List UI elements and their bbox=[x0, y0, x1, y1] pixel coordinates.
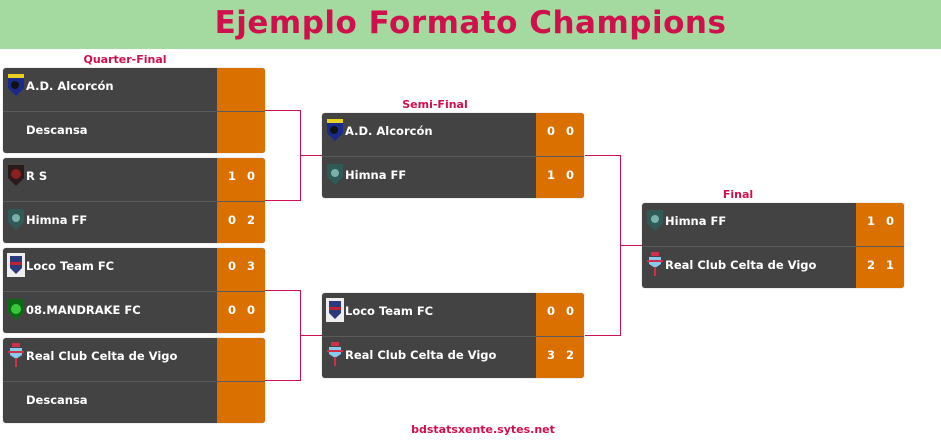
score-leg-2: 3 bbox=[246, 259, 255, 273]
team-name: Real Club Celta de Vigo bbox=[26, 349, 178, 363]
score-column bbox=[536, 113, 584, 198]
team-logo-icon bbox=[326, 117, 344, 143]
team-name: Himna FF bbox=[26, 213, 88, 227]
score-column bbox=[217, 68, 265, 153]
score-leg-1: 2 bbox=[866, 258, 875, 272]
connector bbox=[265, 110, 301, 111]
header-banner: Ejemplo Formato Champions bbox=[0, 0, 941, 49]
team-logo-icon bbox=[646, 251, 664, 277]
score-leg-2: 0 bbox=[885, 214, 894, 228]
team-logo-icon bbox=[7, 252, 25, 278]
team-name: Descansa bbox=[26, 393, 88, 407]
team-logo-icon bbox=[326, 297, 344, 323]
team-name: Descansa bbox=[26, 123, 88, 137]
team-row[interactable]: Descansa bbox=[3, 111, 265, 153]
score-leg-1: 0 bbox=[227, 213, 236, 227]
team-name: Loco Team FC bbox=[345, 304, 434, 318]
score-leg-1: 0 bbox=[227, 259, 236, 273]
score-leg-1: 0 bbox=[546, 304, 555, 318]
connector bbox=[585, 335, 621, 336]
round-label-quarter-final: Quarter-Final bbox=[83, 53, 167, 66]
connector bbox=[265, 380, 301, 381]
team-logo-icon bbox=[7, 296, 25, 322]
team-name: Himna FF bbox=[345, 168, 407, 182]
team-logo-icon bbox=[7, 72, 25, 98]
connector bbox=[300, 155, 322, 156]
connector bbox=[265, 200, 301, 201]
team-name: R S bbox=[26, 169, 48, 183]
score-leg-2: 2 bbox=[565, 348, 574, 362]
team-logo-icon bbox=[7, 342, 25, 368]
connector bbox=[265, 290, 301, 291]
team-name: Loco Team FC bbox=[26, 259, 115, 273]
team-name: 08.MANDRAKE FC bbox=[26, 303, 141, 317]
connector bbox=[620, 245, 642, 246]
team-name: A.D. Alcorcón bbox=[345, 124, 433, 138]
team-row[interactable]: Descansa bbox=[3, 381, 265, 423]
score-leg-2: 0 bbox=[565, 168, 574, 182]
score-leg-2: 0 bbox=[246, 303, 255, 317]
score-column bbox=[217, 248, 265, 333]
round-label-final: Final bbox=[722, 188, 754, 201]
score-leg-1: 1 bbox=[866, 214, 875, 228]
score-leg-2: 0 bbox=[565, 304, 574, 318]
team-row[interactable]: A.D. Alcorcón bbox=[3, 68, 265, 110]
connector bbox=[585, 155, 621, 156]
score-leg-2: 2 bbox=[246, 213, 255, 227]
score-column bbox=[856, 203, 904, 288]
team-logo-icon bbox=[7, 162, 25, 188]
score-column bbox=[217, 158, 265, 243]
team-logo-icon bbox=[326, 161, 344, 187]
score-column bbox=[536, 293, 584, 378]
connector bbox=[300, 335, 322, 336]
score-leg-1: 1 bbox=[546, 168, 555, 182]
score-leg-1: 0 bbox=[227, 303, 236, 317]
team-name: Real Club Celta de Vigo bbox=[665, 258, 817, 272]
team-row[interactable]: Real Club Celta de Vigo bbox=[3, 338, 265, 380]
score-leg-1: 0 bbox=[546, 124, 555, 138]
page-title: Ejemplo Formato Champions bbox=[214, 5, 727, 41]
score-leg-2: 0 bbox=[246, 169, 255, 183]
team-name: Himna FF bbox=[665, 214, 727, 228]
score-leg-2: 1 bbox=[885, 258, 894, 272]
team-name: Real Club Celta de Vigo bbox=[345, 348, 497, 362]
score-leg-1: 1 bbox=[227, 169, 236, 183]
team-logo-icon bbox=[7, 206, 25, 232]
round-label-semi-final: Semi-Final bbox=[402, 98, 468, 111]
score-leg-2: 0 bbox=[565, 124, 574, 138]
team-logo-icon bbox=[326, 341, 344, 367]
team-logo-icon bbox=[646, 207, 664, 233]
score-column bbox=[217, 338, 265, 423]
team-name: A.D. Alcorcón bbox=[26, 79, 114, 93]
footer-link[interactable]: bdstatsxente.sytes.net bbox=[411, 423, 555, 436]
score-leg-1: 3 bbox=[546, 348, 555, 362]
